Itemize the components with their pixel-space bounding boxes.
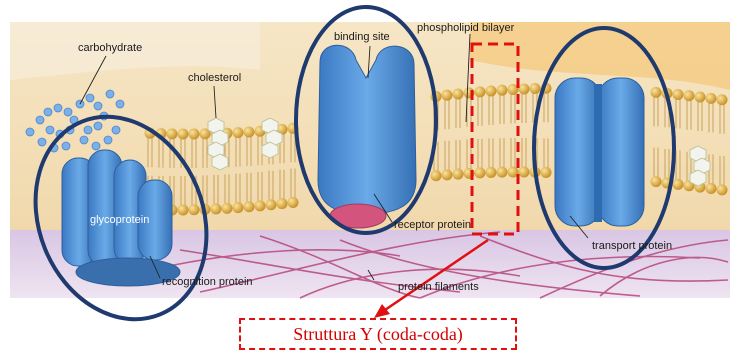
label-receptor-protein: receptor protein bbox=[394, 219, 471, 232]
lipid-head-inner bbox=[233, 202, 244, 213]
label-glycoprotein: glycoprotein bbox=[90, 214, 149, 227]
lipid-head-inner bbox=[717, 184, 728, 195]
lipid-head-inner bbox=[673, 179, 684, 190]
lipid-head-inner bbox=[497, 167, 508, 178]
label-binding-site: binding site bbox=[334, 31, 390, 44]
lipid-head-outer bbox=[244, 127, 255, 138]
lipid-head-inner bbox=[244, 201, 255, 212]
lipid-head-outer bbox=[673, 89, 684, 100]
lipid-head-outer bbox=[178, 128, 189, 139]
lipid-head-inner bbox=[486, 167, 497, 178]
lipid-head-outer bbox=[519, 83, 530, 94]
lipid-head-inner bbox=[541, 167, 552, 178]
lipid-head-inner bbox=[651, 176, 662, 187]
lipid-head-inner bbox=[519, 167, 530, 178]
label-carbohydrate: carbohydrate bbox=[78, 42, 142, 55]
lipid-head-inner bbox=[189, 204, 200, 215]
lipid-head-outer bbox=[189, 128, 200, 139]
lipid-head-inner bbox=[266, 199, 277, 210]
lipid-head-outer bbox=[497, 85, 508, 96]
lipid-head-inner bbox=[706, 183, 717, 194]
lipid-head-outer bbox=[706, 93, 717, 104]
lipid-head-inner bbox=[178, 204, 189, 215]
lipid-head-inner bbox=[222, 203, 233, 214]
lipid-head-outer bbox=[453, 89, 464, 100]
label-protein-filaments: protein filaments bbox=[398, 281, 479, 294]
lipid-head-outer bbox=[530, 83, 541, 94]
label-transport-protein: transport protein bbox=[592, 240, 672, 253]
lipid-head-outer bbox=[684, 90, 695, 101]
lipid-head-outer bbox=[651, 87, 662, 98]
lipid-head-outer bbox=[442, 90, 453, 101]
lipid-head-outer bbox=[233, 127, 244, 138]
lipid-head-inner bbox=[453, 169, 464, 180]
caption-box: Struttura Y (coda-coda) bbox=[239, 318, 517, 350]
lipid-head-inner bbox=[255, 200, 266, 211]
caption-struttura-y: Struttura Y (coda-coda) bbox=[293, 324, 463, 345]
label-phospholipid-bilayer: phospholipid bilayer bbox=[417, 22, 514, 35]
lipid-head-inner bbox=[431, 170, 442, 181]
lipid-head-inner bbox=[442, 169, 453, 180]
label-recognition-protein: recognition protein bbox=[162, 276, 253, 289]
lipid-head-outer bbox=[475, 86, 486, 97]
lipid-head-outer bbox=[167, 128, 178, 139]
lipid-head-outer bbox=[695, 92, 706, 103]
label-cholesterol: cholesterol bbox=[188, 72, 241, 85]
lipid-head-inner bbox=[211, 203, 222, 214]
lipid-head-outer bbox=[486, 85, 497, 96]
lipid-head-inner bbox=[475, 167, 486, 178]
lipid-head-inner bbox=[288, 197, 299, 208]
transport-protein-shape bbox=[555, 78, 644, 226]
lipid-head-outer bbox=[717, 94, 728, 105]
lipid-head-inner bbox=[277, 198, 288, 209]
